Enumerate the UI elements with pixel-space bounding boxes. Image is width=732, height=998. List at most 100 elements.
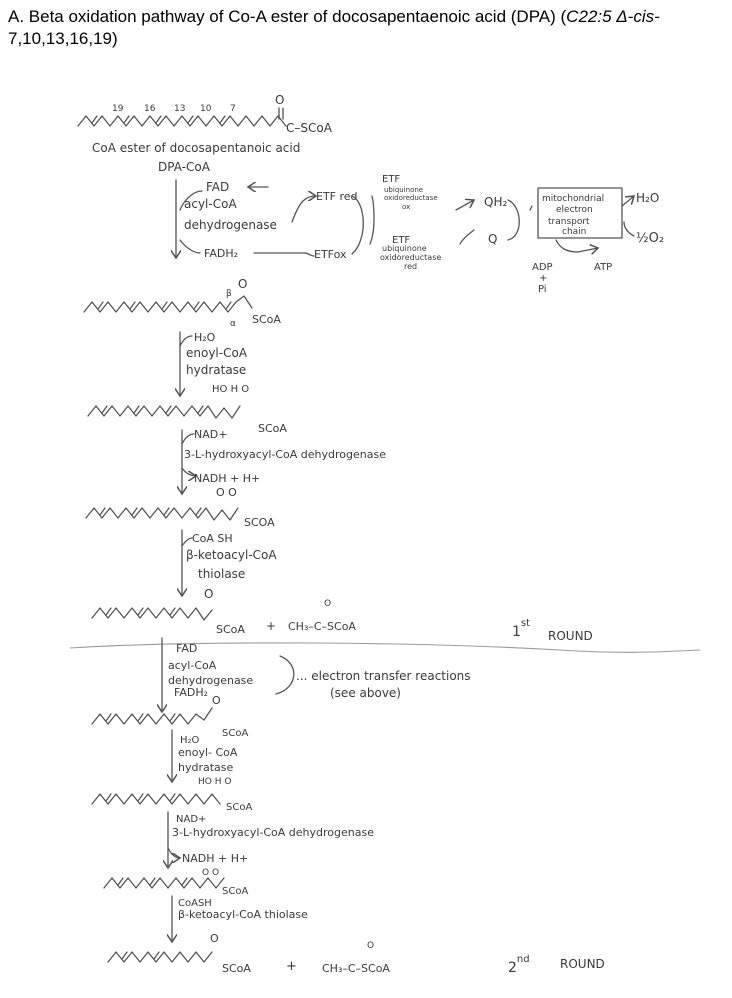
acetyl1-coa: CH₃–C–SCoA [288,620,356,633]
title-formula: C22:5 Δ-cis- [566,7,660,26]
alpha-label: α [230,319,236,329]
title-suffix: 7,10,13,16,19) [8,29,118,48]
ubi-red-2: oxidoreductase [380,253,441,262]
q-label: Q [488,232,497,246]
r2-scoa3: SCoA [222,886,248,897]
r2-scoa2: SCoA [226,802,252,813]
product1-plus: + [266,619,276,633]
etc-line2: electron [556,205,593,215]
hydroxy-scoa: SCoA [258,422,287,435]
r2-water: H₂O [180,735,200,746]
step3-nad: NAD+ [194,428,227,441]
position-16: 16 [144,104,156,114]
enoyl-oxygen: O [238,277,247,291]
etf-ox-label: ETFox [314,248,347,261]
step3-enzyme: 3-L-hydroxyacyl-CoA dehydrogenase [184,448,386,461]
enoyl-double-bonds [97,301,232,310]
title-prefix: A. Beta oxidation pathway of Co-A ester … [8,7,567,26]
etf-bottom: ETF [392,235,410,246]
product1-oxygen: O [204,587,213,601]
hydroxyl-marks: HO H O [212,384,249,395]
r2-fad: FAD [176,642,197,655]
step2-water: H₂O [194,331,216,344]
r2-scoa1: SCoA [222,728,248,739]
etf-top: ETF [382,174,400,185]
round2-word: ROUND [560,957,605,971]
r2-hydroxy-chain [91,793,221,805]
r2-keto-oxygens: O O [202,868,219,878]
step1-fad: FAD [206,180,229,194]
product2-oxygen: O [210,932,219,945]
step1-enzyme-line2: dehydrogenase [184,218,277,232]
atp-label: ATP [594,262,612,273]
step2-enzyme-line2: hydratase [186,363,246,377]
keto-scoa: SCOA [244,516,275,529]
adp-label: ADP [532,262,553,273]
etc-line1: mitochondrial [542,194,604,204]
molecule-name: CoA ester of docosapentanoic acid [92,141,300,155]
position-10: 10 [200,104,212,114]
acetyl2-coa: CH₃–C–SCoA [322,962,390,975]
round1-word: ROUND [548,629,593,643]
step4-enzyme-line2: thiolase [198,567,245,581]
step3-nadh: NADH + H+ [194,472,260,485]
acetyl2-oxygen: O [367,941,374,951]
r2-nad: NAD+ [176,814,206,825]
r2-enoyl-chain [91,707,213,725]
etc-box [537,187,623,239]
r2-hydroxyl: HO H O [198,777,231,787]
pi-label: Pi [538,284,547,295]
position-13: 13 [174,104,185,114]
r2-hydratase-line2: hydratase [178,761,234,774]
ubi-ox-2: oxidoreductase [384,194,438,202]
adp-plus: + [539,273,547,284]
r2-enoyl-oxygen: O [212,694,221,707]
r2-enoyl-double-bonds [105,713,176,722]
product1-chain [91,607,213,621]
etc-line4: chain [562,227,586,237]
position-19: 19 [112,104,124,114]
step1-fadh2: FADH₂ [204,247,238,260]
round1-number: 1st [512,618,530,640]
hydroxy-double-bonds [101,405,204,414]
top-scoa: C–SCoA [286,121,333,135]
beta-label: β [226,289,232,299]
r2-keto-double-bonds [117,877,188,886]
transfer-text: ... electron transfer reactions [296,669,471,683]
step4-coash: CoA SH [192,532,233,545]
step1-enzyme-line1: acyl-CoA [184,197,237,211]
carbonyl-oxygen: O [275,93,284,107]
product2-chain [107,951,213,963]
product1-scoa: SCoA [216,623,245,636]
step2-enzyme-line1: enoyl-CoA [186,346,248,360]
product2-plus: + [286,959,297,974]
round-divider [69,642,701,653]
see-above-text: (see above) [330,686,401,700]
product2-double-bonds [121,951,160,960]
step4-enzyme-line1: β-ketoacyl-CoA [186,548,277,562]
r2-nadh: NADH + H+ [182,852,248,865]
keto-double-bonds [99,507,202,516]
r2-thiolase: β-ketoacyl-CoA thiolase [178,908,308,921]
ubi-ox-1: ubiquinone [384,186,423,194]
etc-line3: transport [548,217,590,227]
etf-red-label: ETF red [316,190,358,203]
hydroxy-chain [87,405,241,419]
product2-scoa: SCoA [222,962,251,975]
r2-enzyme-line2: dehydrogenase [168,674,253,687]
r2-dehydrogenase: 3-L-hydroxyacyl-CoA dehydrogenase [172,826,374,839]
ubi-red-1: ubiquinone [382,244,427,253]
qh2-label: QH₂ [484,195,507,209]
ubi-ox-3: ox [402,203,410,211]
half-o2-label: ½O₂ [636,231,664,246]
keto-oxygens: O O [216,486,237,499]
r2-hydratase-line1: enoyl- CoA [178,746,238,759]
enoyl-scoa: SCoA [252,313,281,326]
product1-double-bonds [105,607,176,616]
ubi-red-3: red [404,262,417,271]
enoyl-chain [83,295,253,313]
dpa-chain [77,115,287,127]
figure-title: A. Beta oxidation pathway of Co-A ester … [8,6,724,50]
dpa-coa-label: DPA-CoA [158,160,211,174]
r2-fadh2: FADH₂ [174,686,208,699]
